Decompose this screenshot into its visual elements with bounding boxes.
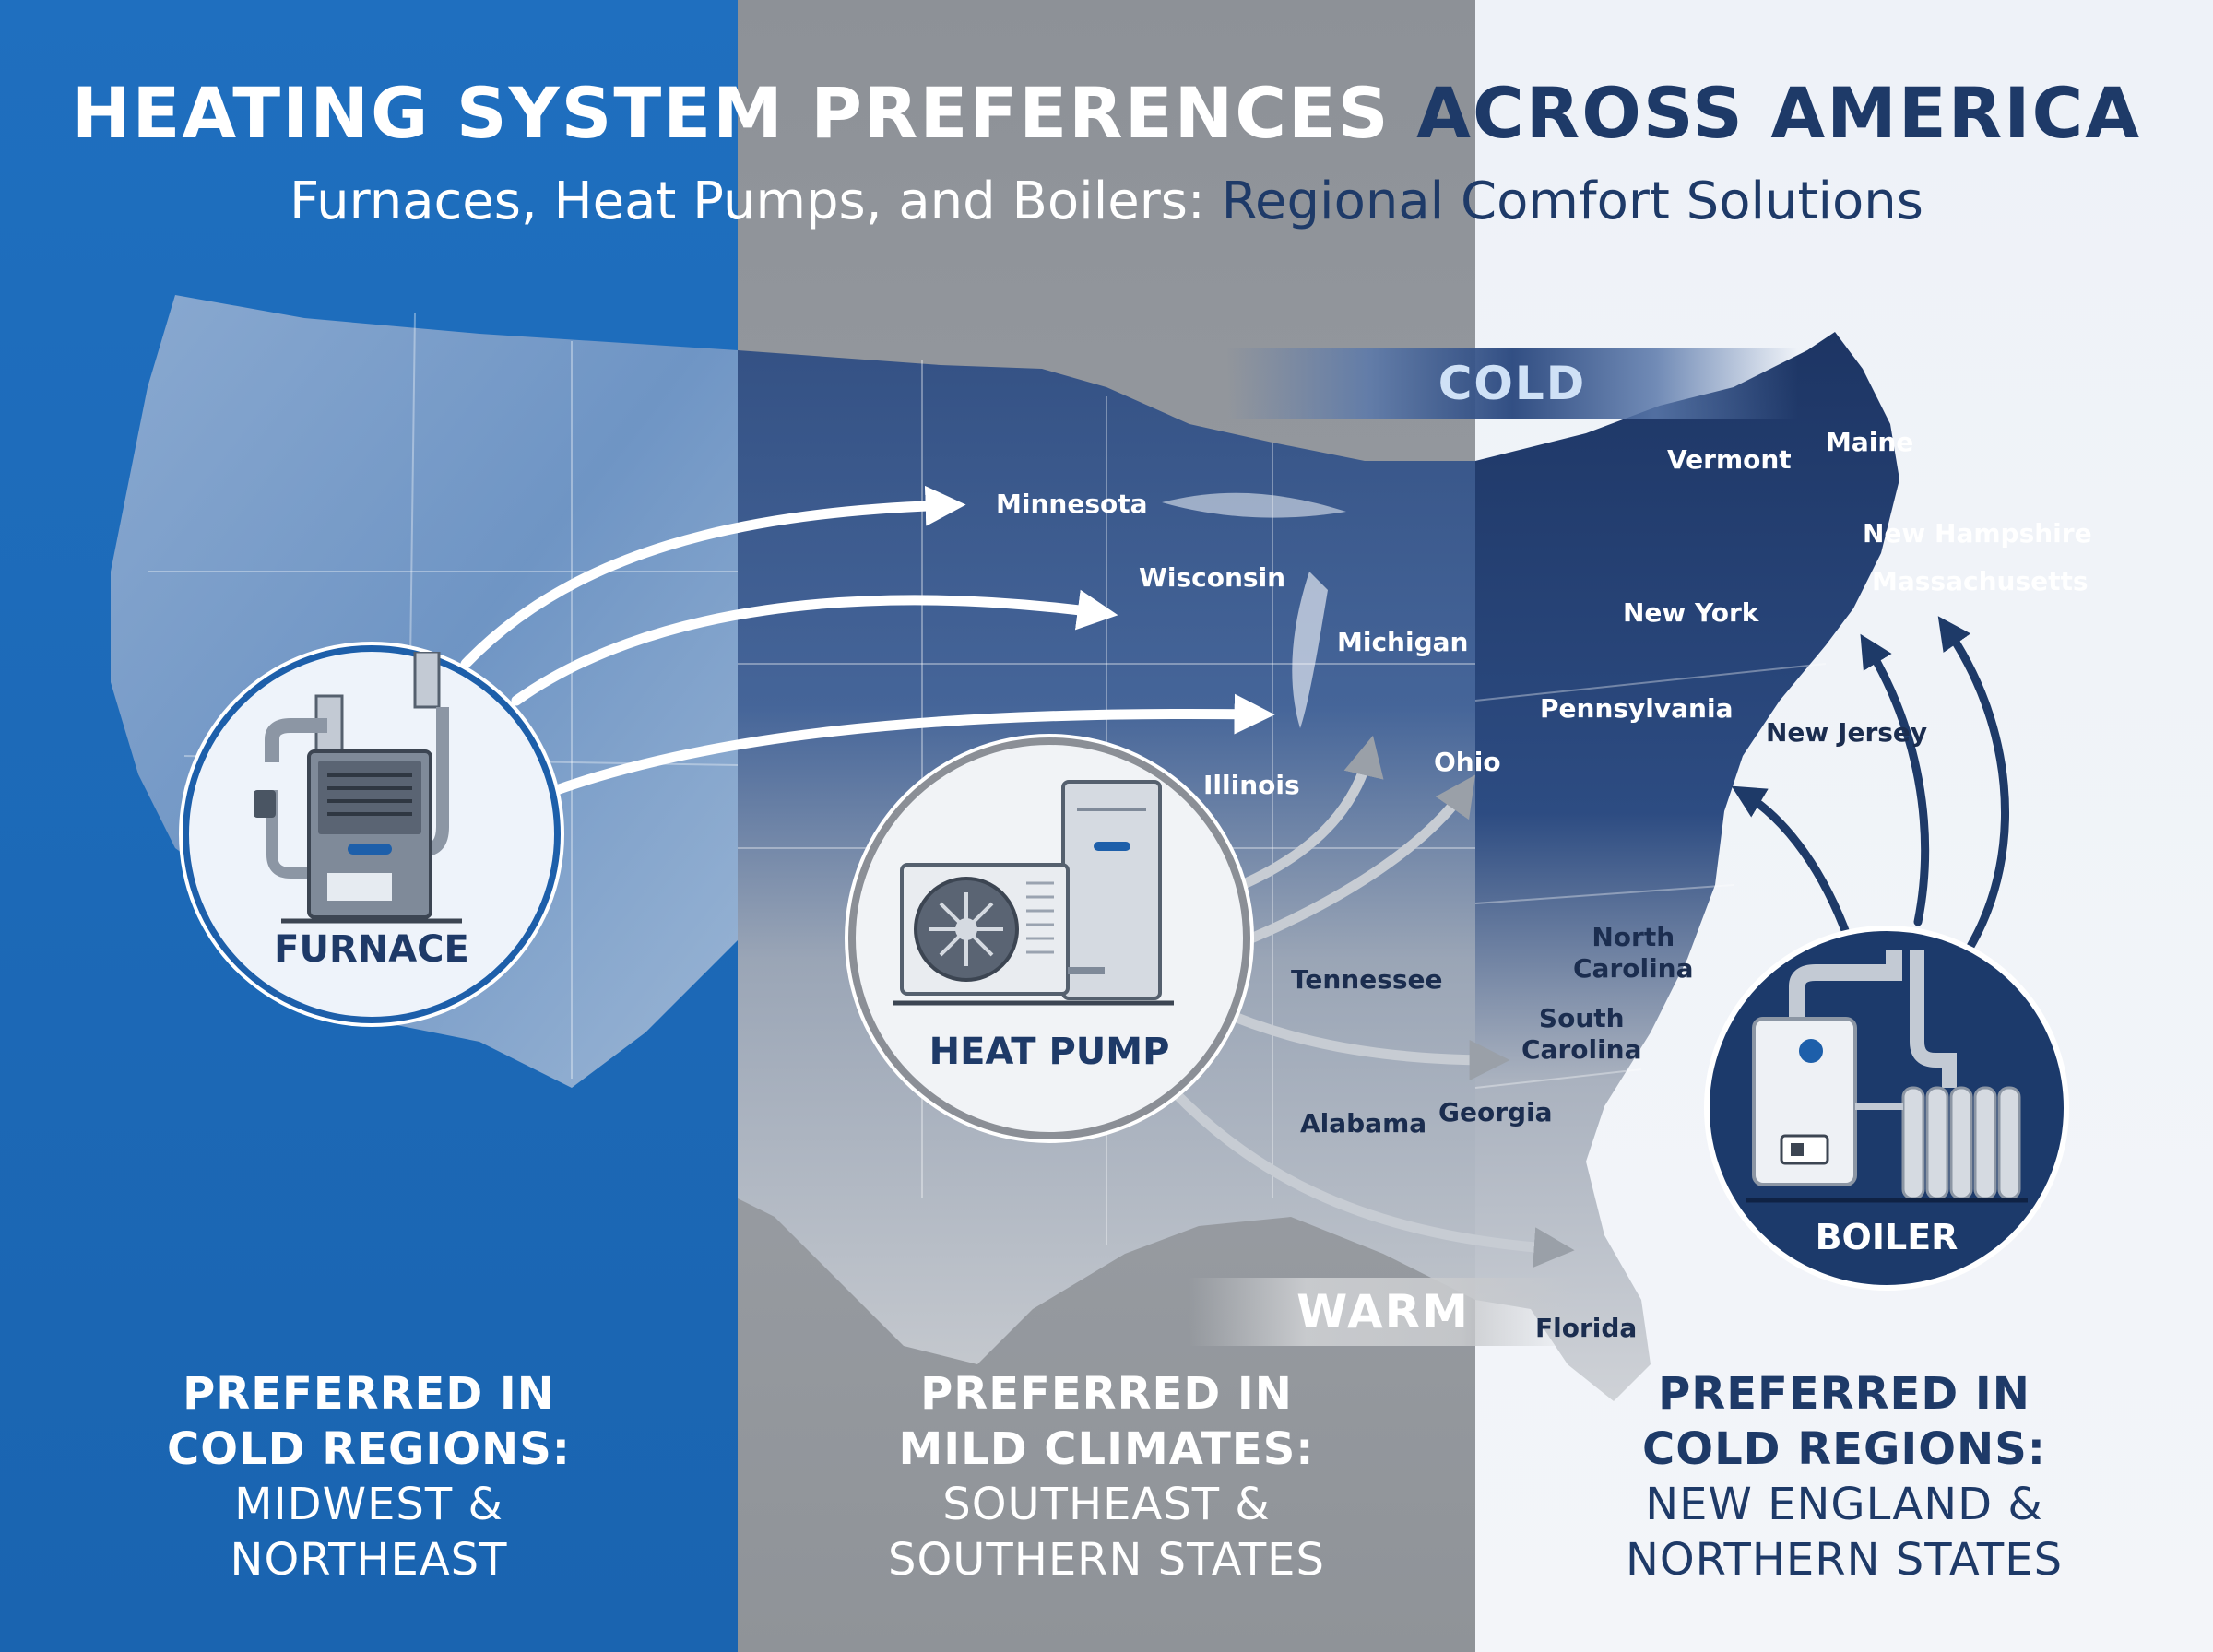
heatpump-arrows <box>1152 735 1575 1268</box>
warm-zone-label: WARM <box>1189 1278 1577 1346</box>
lake-superior <box>1162 492 1346 518</box>
subtitle-dark: Regional Comfort Solutions <box>1221 171 1923 231</box>
state-label-minnesota: Minnesota <box>996 489 1148 519</box>
title-light: HEATING SYSTEM PREFERENCES <box>71 72 1391 154</box>
caption-heat-pump-sub-line2: SOUTHERN STATES <box>888 1534 1325 1586</box>
furnace-arrow-illinois <box>543 693 1275 798</box>
furnace-arrow-minnesota <box>460 485 966 669</box>
caption-boiler-head-line2: COLD REGIONS: <box>1642 1423 2046 1475</box>
state-label-illinois: Illinois <box>1203 770 1300 800</box>
furnace-icon <box>254 652 462 924</box>
boiler-arrow-newyork <box>1860 633 1930 926</box>
heatpump-arrow-ohio <box>1230 774 1476 950</box>
heatpump-arrow-illinois <box>1225 735 1384 895</box>
heat-pump-icon <box>893 780 1174 1006</box>
state-label-new-hampshire: New Hampshire <box>1863 518 2092 549</box>
caption-heat-pump-head-line2: MILD CLIMATES: <box>898 1423 1315 1475</box>
heatpump-arrow-florida <box>1152 1068 1575 1268</box>
state-label-michigan: Michigan <box>1337 627 1469 657</box>
state-label-massachusetts: Massachusetts <box>1872 566 2089 596</box>
caption-boiler: PREFERRED IN COLD REGIONS: NEW ENGLAND &… <box>1475 1366 2213 1587</box>
boiler-icon <box>1746 950 2028 1203</box>
state-label-wisconsin: Wisconsin <box>1139 562 1286 593</box>
state-label-georgia: Georgia <box>1438 1097 1553 1127</box>
north-carolina-line1: North <box>1592 922 1675 952</box>
heat-pump-label: HEAT PUMP <box>929 1031 1170 1073</box>
caption-furnace: PREFERRED IN COLD REGIONS: MIDWEST & NOR… <box>0 1366 738 1587</box>
state-label-pennsylvania: Pennsylvania <box>1540 693 1734 724</box>
caption-furnace-sub-line2: NORTHEAST <box>230 1534 508 1586</box>
furnace-badge: FURNACE <box>183 645 561 1023</box>
state-label-florida: Florida <box>1535 1313 1638 1343</box>
caption-boiler-head-line1: PREFERRED IN <box>1658 1368 2030 1420</box>
heatpump-arrow-carolina <box>1212 1004 1510 1080</box>
lake-michigan <box>1292 572 1328 728</box>
state-label-new-york: New York <box>1623 597 1759 628</box>
caption-furnace-head-line2: COLD REGIONS: <box>167 1423 571 1475</box>
page-subtitle: Furnaces, Heat Pumps, and Boilers: Regio… <box>0 171 2213 231</box>
boiler-arrow-newjersey <box>1731 785 1853 945</box>
caption-boiler-sub-line1: NEW ENGLAND & <box>1645 1479 2043 1530</box>
state-label-ohio: Ohio <box>1434 747 1501 777</box>
state-label-vermont: Vermont <box>1667 444 1792 475</box>
south-carolina-line1: South <box>1538 1003 1625 1033</box>
south-carolina-line2: Carolina <box>1521 1034 1642 1065</box>
caption-heat-pump-sub-line1: SOUTHEAST & <box>942 1479 1271 1530</box>
boiler-label: BOILER <box>1815 1217 1959 1257</box>
cold-zone-label: COLD <box>1226 348 1798 419</box>
state-label-alabama: Alabama <box>1300 1108 1427 1139</box>
caption-boiler-sub-line2: NORTHERN STATES <box>1625 1534 2064 1586</box>
boiler-arrow-massachusetts <box>1937 616 2009 954</box>
heat-pump-badge: HEAT PUMP <box>848 738 1250 1139</box>
subtitle-light: Furnaces, Heat Pumps, and Boilers: <box>290 171 1205 231</box>
furnace-arrow-wisconsin <box>511 589 1118 706</box>
furnace-arrows <box>460 485 1275 798</box>
caption-furnace-head-line1: PREFERRED IN <box>183 1368 555 1420</box>
furnace-label: FURNACE <box>274 928 469 971</box>
map-east-region <box>1475 332 1899 1401</box>
boiler-arrows <box>1731 616 2009 954</box>
page-title: HEATING SYSTEM PREFERENCES ACROSS AMERIC… <box>0 72 2213 154</box>
state-label-tennessee: Tennessee <box>1291 964 1443 995</box>
boiler-badge: BOILER <box>1704 926 2069 1291</box>
caption-heat-pump: PREFERRED IN MILD CLIMATES: SOUTHEAST & … <box>738 1366 1475 1587</box>
north-carolina-line2: Carolina <box>1573 953 1694 984</box>
caption-furnace-sub-line1: MIDWEST & <box>234 1479 503 1530</box>
title-dark: ACROSS AMERICA <box>1416 72 2142 154</box>
caption-heat-pump-head-line1: PREFERRED IN <box>920 1368 1293 1420</box>
state-label-maine: Maine <box>1826 427 1914 457</box>
state-label-new-jersey: New Jersey <box>1766 717 1928 748</box>
